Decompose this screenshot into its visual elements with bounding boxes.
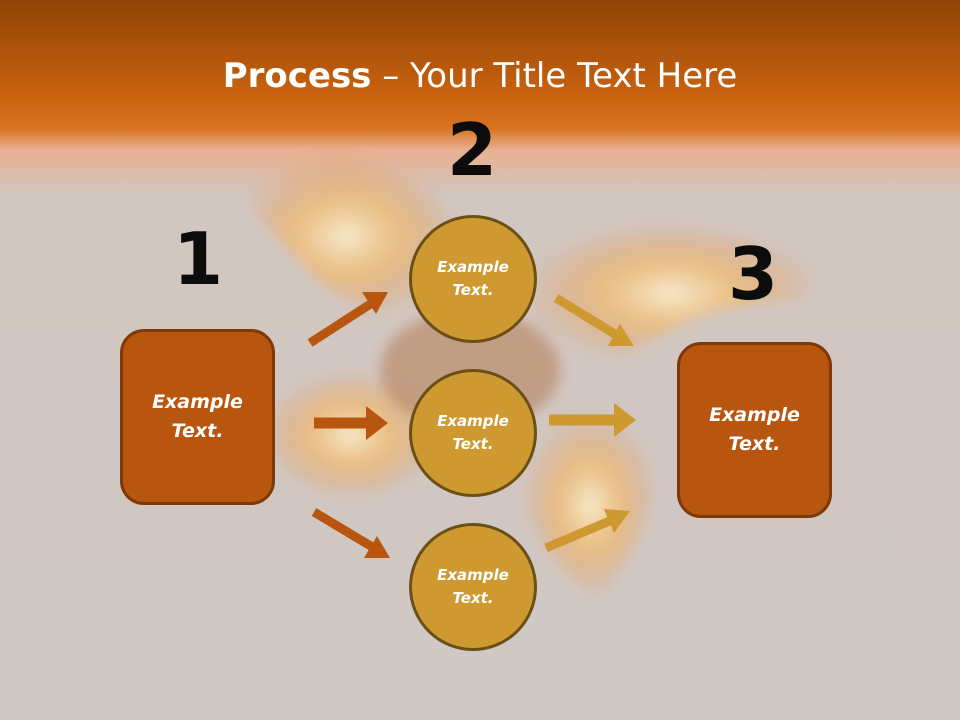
right-box-label: Example Text. xyxy=(709,404,800,455)
circle-middle-label: Example Text. xyxy=(437,412,509,453)
title-rest: – Your Title Text Here xyxy=(371,56,738,96)
arrow-top-to-right xyxy=(553,294,634,346)
right-box: Example Text. xyxy=(677,342,832,518)
arrow-left-to-top xyxy=(307,292,388,347)
title-bold: Process xyxy=(222,56,372,96)
circle-top-label: Example Text. xyxy=(437,258,509,299)
step-number-2: 2 xyxy=(446,108,498,192)
step-number-1: 1 xyxy=(172,217,224,301)
circle-bottom: Example Text. xyxy=(409,523,537,651)
circle-middle: Example Text. xyxy=(409,369,537,497)
left-box: Example Text. xyxy=(120,329,275,505)
circle-bottom-label: Example Text. xyxy=(437,566,509,607)
step-number-3: 3 xyxy=(727,232,779,316)
left-box-label: Example Text. xyxy=(152,391,243,442)
circle-top: Example Text. xyxy=(409,215,537,343)
arrow-left-to-middle xyxy=(314,406,388,440)
arrow-left-to-bottom xyxy=(311,508,390,558)
slide-title: Process – Your Title Text Here xyxy=(0,54,960,98)
arrow-middle-to-right xyxy=(549,403,636,437)
arrow-bottom-to-right xyxy=(544,509,630,553)
